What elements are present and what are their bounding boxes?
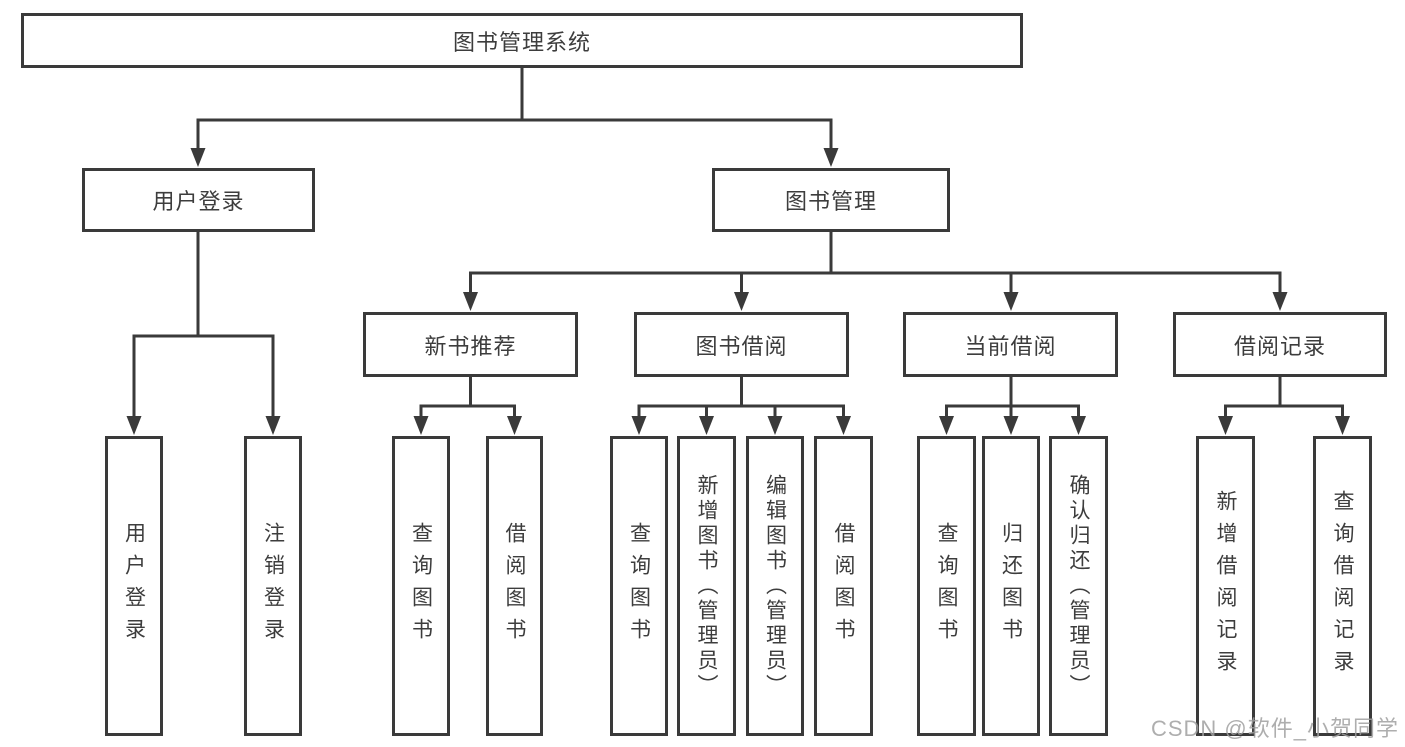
leaf-confirm-return-admin: 确认归还（管理员） — [1049, 436, 1108, 736]
leaf-logout: 注销登录 — [244, 436, 302, 736]
node-new-book-recommendation: 新书推荐 — [363, 312, 578, 377]
leaf-user-login: 用户登录 — [105, 436, 163, 736]
node-label: 图书管理 — [784, 189, 877, 214]
leaf-edit-books-admin: 编辑图书（管理员） — [746, 436, 804, 736]
node-label: 新书推荐 — [424, 333, 517, 359]
leaf-label: 查询图书 — [935, 522, 958, 650]
leaf-label: 借阅图书 — [503, 522, 526, 650]
leaf-query-books-current: 查询图书 — [917, 436, 976, 736]
node-label: 借阅记录 — [1233, 333, 1326, 359]
node-label: 图书借阅 — [695, 333, 788, 359]
leaf-label: 查询借阅记录 — [1331, 490, 1354, 682]
leaf-label: 查询图书 — [409, 522, 433, 650]
node-user-login: 用户登录 — [82, 168, 315, 232]
leaf-label: 用户登录 — [122, 522, 146, 650]
leaf-return-books: 归还图书 — [982, 436, 1040, 736]
leaf-label: 新增借阅记录 — [1214, 490, 1237, 682]
node-library-management-system: 图书管理系统 — [21, 13, 1023, 68]
node-book-borrowing: 图书借阅 — [634, 312, 849, 377]
leaf-query-books-borrowing: 查询图书 — [610, 436, 668, 736]
node-label: 当前借阅 — [964, 333, 1057, 359]
leaf-add-borrow-record: 新增借阅记录 — [1196, 436, 1255, 736]
leaf-label: 新增图书（管理员） — [695, 473, 718, 699]
node-borrowing-records: 借阅记录 — [1173, 312, 1387, 377]
leaf-label: 查询图书 — [627, 522, 651, 650]
leaf-add-books-admin: 新增图书（管理员） — [677, 436, 736, 736]
node-label: 图书管理系统 — [452, 29, 591, 55]
leaf-label: 归还图书 — [999, 522, 1023, 650]
leaf-label: 借阅图书 — [832, 522, 855, 650]
leaf-query-books-recommend: 查询图书 — [392, 436, 450, 736]
node-book-management: 图书管理 — [712, 168, 950, 232]
leaf-label: 注销登录 — [261, 522, 285, 650]
csdn-watermark: CSDN @软件_小贺同学 — [1150, 716, 1399, 741]
node-label: 用户登录 — [152, 189, 245, 214]
leaf-label: 确认归还（管理员） — [1067, 473, 1090, 699]
node-current-borrowing: 当前借阅 — [903, 312, 1118, 377]
leaf-label: 编辑图书（管理员） — [763, 473, 787, 699]
leaf-query-borrow-record: 查询借阅记录 — [1313, 436, 1372, 736]
leaf-borrow-books-recommend: 借阅图书 — [486, 436, 543, 736]
leaf-borrow-books: 借阅图书 — [814, 436, 873, 736]
